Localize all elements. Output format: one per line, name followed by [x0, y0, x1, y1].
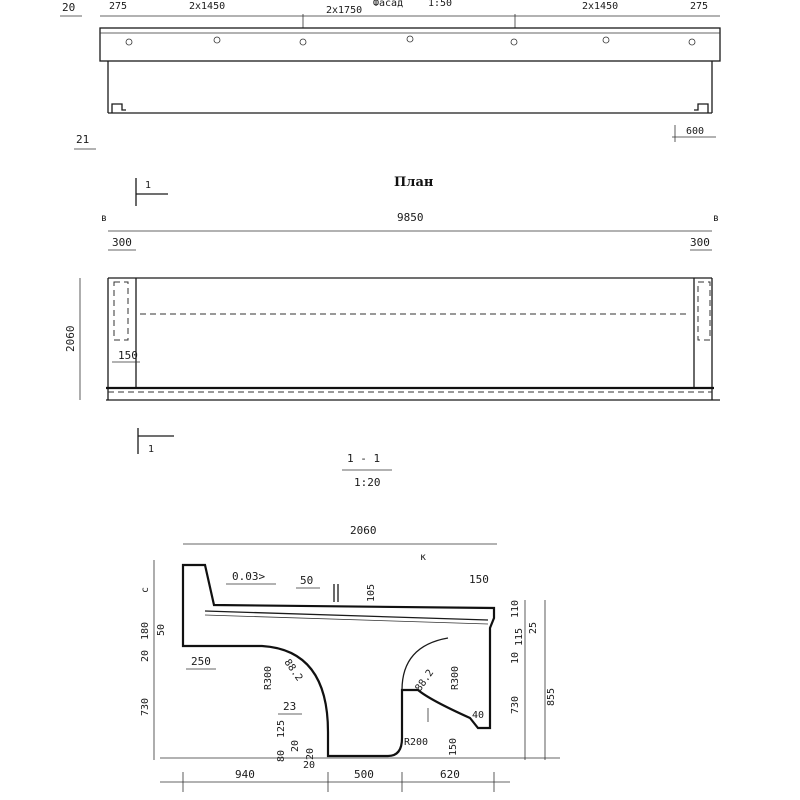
section-mark-top: 1	[145, 180, 151, 191]
plan-right-end-hidden	[697, 281, 711, 341]
section-d150-top: 150	[469, 573, 489, 586]
section-d20b: 20	[305, 748, 316, 760]
loop-3	[299, 38, 307, 46]
facade-right-foot	[694, 103, 709, 113]
section-right-855: 855	[546, 688, 557, 706]
plan-title: План	[394, 175, 434, 190]
plan-width: 2060	[64, 326, 77, 353]
section-d150-bot: 150	[448, 738, 459, 756]
section-88-right: 88.2	[413, 668, 436, 694]
section-bottom-620: 620	[440, 768, 460, 781]
plan-end-left: 300	[112, 236, 132, 249]
section-d10: 10	[510, 652, 521, 664]
plan-left-end-hidden	[113, 281, 129, 341]
section-r300-right: R300	[450, 666, 461, 690]
section-left-180: 180	[140, 622, 151, 640]
facade-dim-2: 2x1450	[189, 1, 225, 12]
section-width-top: 2060	[350, 524, 377, 537]
section-d40: 40	[472, 710, 484, 721]
section-mark-k: к	[420, 552, 426, 563]
section-left-50: 50	[156, 624, 167, 636]
section-d50: 50	[300, 574, 313, 587]
facade-lifting-loops	[125, 35, 696, 46]
section-d110: 110	[510, 600, 521, 618]
loop-7	[688, 38, 696, 46]
plan-inner-dim: 150	[118, 349, 138, 362]
section-title: 1 - 1	[347, 452, 380, 465]
plan-length: 9850	[397, 211, 424, 224]
loop-6	[602, 36, 610, 44]
facade-label: Фасад	[373, 0, 403, 9]
loop-5	[510, 38, 518, 46]
section-d250: 250	[191, 655, 211, 668]
section-r200: R200	[404, 737, 428, 748]
section-outline	[181, 563, 496, 758]
section-mark-c: с	[140, 587, 151, 593]
facade-scale: 1:50	[428, 0, 452, 9]
section-left-20: 20	[140, 650, 151, 662]
section-d80: 80	[276, 750, 287, 762]
section-slope: 0.03>	[232, 570, 265, 583]
section-top-surface	[204, 610, 489, 621]
loop-1	[125, 38, 133, 46]
section-bottom-940: 940	[235, 768, 255, 781]
section-d115: 115	[514, 628, 525, 646]
section-d125: 125	[276, 720, 287, 738]
facade-view: 20 275 2x1450 2x1750 Фасад 1:50 2x1450 2…	[60, 0, 721, 150]
facade-dim-1: 275	[109, 1, 127, 12]
section-88-left: 88.2	[282, 657, 305, 683]
facade-top-slab	[99, 27, 721, 62]
section-left-730: 730	[140, 698, 151, 716]
plan-view: План 1 в в 9850 300 300 2060 150 1	[64, 175, 720, 455]
facade-ref-bottom: 21	[76, 133, 89, 146]
facade-dim-3: 2x1750	[326, 5, 362, 16]
section-d23: 23	[283, 700, 296, 713]
section-d25: 25	[528, 622, 539, 634]
loop-4	[406, 35, 414, 43]
plan-mark-b-right: в	[713, 213, 719, 224]
section-inner-fillet	[401, 637, 449, 691]
section-r300-left: R300	[263, 666, 274, 690]
plan-mark-b-left: в	[101, 213, 107, 224]
section-scale: 1:20	[354, 476, 381, 489]
section-mark-bottom: 1	[148, 444, 154, 455]
section-d105: 105	[366, 584, 377, 602]
loop-2	[213, 36, 221, 44]
facade-dim-600: 600	[686, 126, 704, 137]
facade-ref-left: 20	[62, 1, 75, 14]
section-d20c: 20	[303, 760, 315, 771]
section-top-surface-2	[204, 614, 489, 625]
facade-dim-5: 275	[690, 1, 708, 12]
facade-dim-4: 2x1450	[582, 1, 618, 12]
section-view: 1 - 1 1:20 2060 к с 0.03> 50 105 150 110…	[140, 452, 560, 792]
plan-end-right: 300	[690, 236, 710, 249]
section-right-730: 730	[510, 696, 521, 714]
facade-left-foot	[111, 103, 126, 113]
section-bottom-500: 500	[354, 768, 374, 781]
section-d20a: 20	[290, 740, 301, 752]
